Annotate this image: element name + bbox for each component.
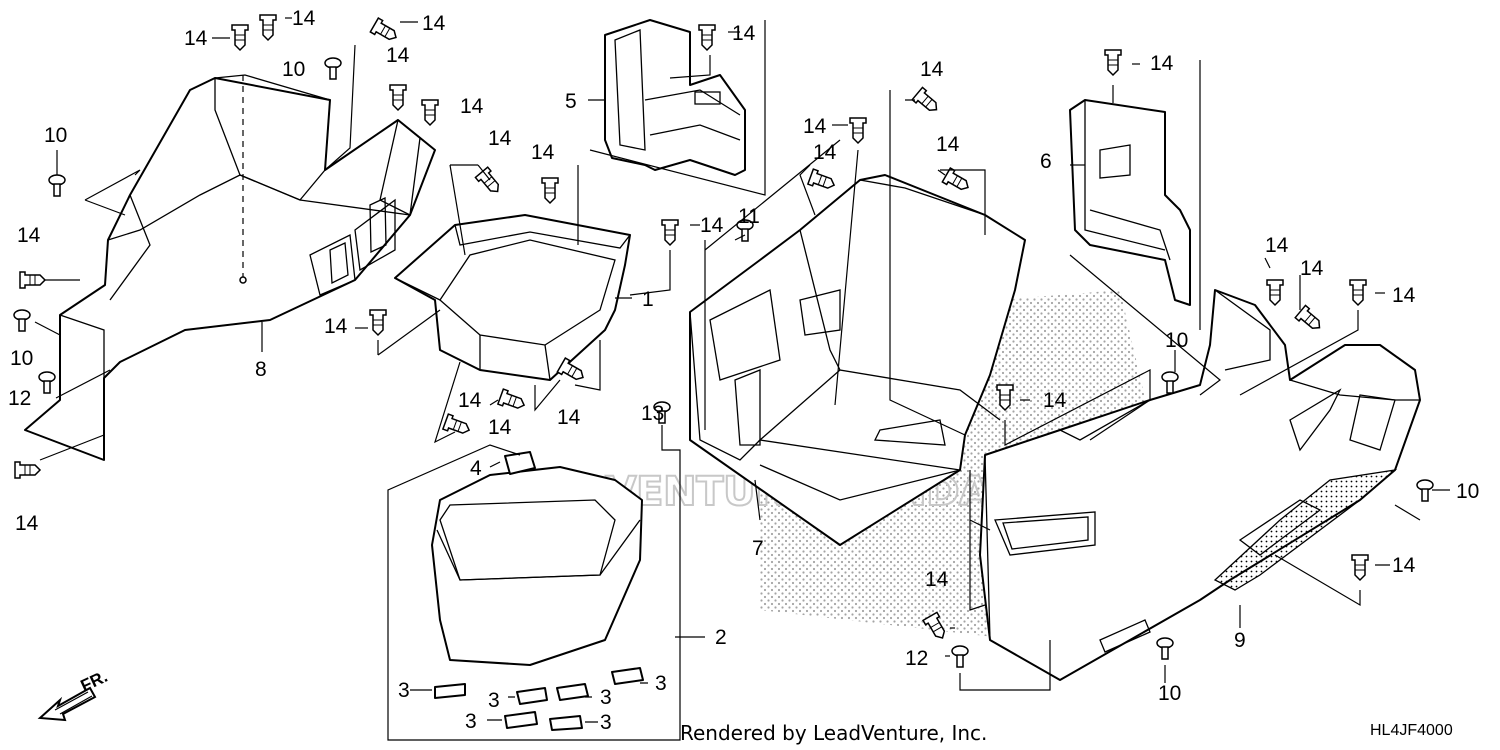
- callout-14: 14: [1392, 284, 1416, 307]
- callout-3: 3: [488, 689, 500, 712]
- callout-14: 14: [813, 141, 837, 164]
- part-2-bin: [431, 466, 643, 666]
- callout-4: 4: [470, 457, 482, 480]
- callout-9: 9: [1234, 629, 1246, 652]
- callout-14: 14: [488, 416, 512, 439]
- part-4-strap: [504, 451, 536, 475]
- callout-10: 10: [1456, 480, 1479, 503]
- part-7-floor-panel: [689, 174, 1026, 546]
- callout-7: 7: [752, 537, 764, 560]
- callout-14: 14: [1392, 554, 1416, 577]
- callout-14: 14: [1300, 257, 1324, 280]
- callout-6: 6: [1040, 150, 1052, 173]
- callout-14: 14: [1265, 234, 1289, 257]
- callout-14: 14: [15, 512, 39, 535]
- callout-14: 14: [700, 214, 724, 237]
- callout-14: 14: [531, 141, 555, 164]
- callout-14: 14: [1043, 389, 1067, 412]
- callout-3: 3: [398, 679, 410, 702]
- callout-14: 14: [1150, 52, 1174, 75]
- callout-14: 14: [458, 389, 482, 412]
- callout-3: 3: [600, 686, 612, 709]
- callout-3: 3: [655, 672, 667, 695]
- callout-12: 12: [8, 387, 31, 410]
- callout-12: 12: [905, 647, 928, 670]
- part-8-left-side-cover: [24, 74, 436, 461]
- callout-14: 14: [732, 22, 756, 45]
- callout-8: 8: [255, 358, 267, 381]
- callout-11: 11: [738, 205, 760, 228]
- callout-10: 10: [1165, 329, 1188, 352]
- part-6-panel: [1069, 99, 1191, 306]
- callout-10: 10: [282, 58, 305, 81]
- callout-14: 14: [920, 58, 944, 81]
- part-1-tray: [394, 214, 631, 381]
- callout-14: 14: [422, 12, 446, 35]
- leader-lines: [34, 17, 1450, 741]
- callout-14: 14: [557, 406, 581, 429]
- callout-3: 3: [600, 711, 612, 734]
- part-3-pads: [434, 667, 644, 731]
- callout-5: 5: [565, 90, 577, 113]
- callout-14: 14: [324, 315, 348, 338]
- callout-14: 14: [292, 7, 316, 30]
- part-9-right-floor-cover: [979, 289, 1421, 681]
- front-direction-arrow: FR.: [37, 667, 111, 722]
- callout-1: 1: [642, 288, 654, 311]
- credit-text: Rendered by LeadVenture, Inc.: [680, 721, 987, 745]
- callout-14: 14: [17, 224, 41, 247]
- callout-labels: 14 14 14 10 14 14 10 14 10 12 14 8 5 14 …: [8, 7, 1479, 734]
- callout-10: 10: [1158, 682, 1181, 705]
- callout-14: 14: [925, 568, 949, 591]
- callout-13: 13: [641, 402, 664, 425]
- part-5-panel: [604, 19, 746, 176]
- diagram-code: HL4JF4000: [1370, 722, 1453, 739]
- callout-14: 14: [936, 133, 960, 156]
- callout-14: 14: [184, 27, 208, 50]
- callout-14: 14: [488, 127, 512, 150]
- callout-14: 14: [386, 44, 410, 67]
- callout-3: 3: [465, 710, 477, 733]
- callout-10: 10: [44, 124, 67, 147]
- callout-14: 14: [460, 95, 484, 118]
- callout-2: 2: [715, 626, 727, 649]
- callout-10: 10: [10, 347, 33, 370]
- callout-14: 14: [803, 115, 827, 138]
